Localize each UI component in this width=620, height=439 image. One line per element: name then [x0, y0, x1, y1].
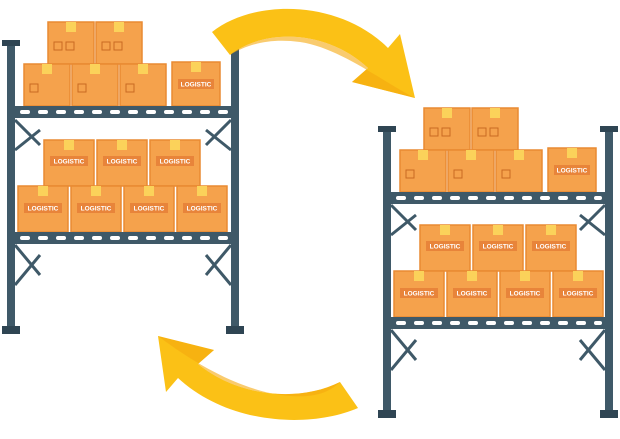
- cargo-box-logistic: LOGISTIC: [547, 147, 597, 193]
- box-label: LOGISTIC: [181, 82, 212, 89]
- box-label: LOGISTIC: [107, 159, 138, 166]
- box-label: LOGISTIC: [430, 244, 461, 251]
- keep-dry-icon: [453, 169, 463, 179]
- cargo-box-logistic: LOGISTIC: [552, 270, 604, 318]
- right-rack-upper-shelf: [383, 192, 613, 204]
- cargo-box-logistic: LOGISTIC: [171, 61, 221, 107]
- box-label: LOGISTIC: [510, 291, 541, 298]
- box-label: LOGISTIC: [536, 244, 567, 251]
- cargo-box: [95, 21, 143, 65]
- left-rack-upright-right: [231, 42, 239, 330]
- fragile-glass-icon: [429, 127, 439, 137]
- cargo-box: [399, 149, 447, 193]
- this-way-up-icon: [29, 83, 39, 93]
- fragile-glass-icon: [53, 41, 63, 51]
- right-upper-box-stack: LOGISTIC: [399, 107, 597, 193]
- box-label: LOGISTIC: [81, 206, 112, 213]
- box-label: LOGISTIC: [160, 159, 191, 166]
- cargo-box-logistic: LOGISTIC: [393, 270, 445, 318]
- box-label: LOGISTIC: [457, 291, 488, 298]
- cargo-box-logistic: LOGISTIC: [70, 185, 122, 233]
- right-rack-brace: [389, 203, 607, 371]
- left-rack-foot-left: [2, 326, 20, 334]
- left-rack-lower-shelf: [7, 232, 239, 244]
- box-label: LOGISTIC: [404, 291, 435, 298]
- box-label: LOGISTIC: [557, 168, 588, 175]
- keep-dry-icon: [101, 41, 111, 51]
- fragile-glass-icon: [501, 169, 511, 179]
- cargo-box-logistic: LOGISTIC: [499, 270, 551, 318]
- right-rack-lower-shelf: [383, 317, 613, 329]
- left-rack-upper-shelf: [7, 106, 239, 118]
- this-way-up-icon: [405, 169, 415, 179]
- keep-dry-icon: [77, 83, 87, 93]
- left-lower-box-stack: LOGISTIC LOGISTIC LOGISTIC LOGISTIC: [17, 139, 228, 233]
- cargo-box-logistic: LOGISTIC: [419, 224, 471, 272]
- left-rack-brace: [13, 118, 233, 286]
- right-shelving-rack: LOGISTIC LOGISTIC LOGISTIC: [378, 107, 618, 418]
- this-way-up-icon: [441, 127, 451, 137]
- box-label: LOGISTIC: [54, 159, 85, 166]
- left-shelving-rack: LOGISTIC LOGISTIC LOGISTIC: [2, 21, 244, 334]
- cargo-box: [447, 149, 495, 193]
- cargo-box: [23, 63, 71, 107]
- box-label: LOGISTIC: [134, 206, 165, 213]
- cargo-box-logistic: LOGISTIC: [17, 185, 69, 233]
- cargo-box: [495, 149, 543, 193]
- bottom-curved-arrow-icon: [158, 336, 358, 420]
- right-rack-upright-right: [605, 128, 613, 413]
- top-curved-arrow-icon: [212, 8, 415, 99]
- box-label: LOGISTIC: [563, 291, 594, 298]
- cargo-box-logistic: LOGISTIC: [525, 224, 577, 272]
- cargo-box-logistic: LOGISTIC: [149, 139, 201, 187]
- right-lower-box-stack: LOGISTIC LOGISTIC LOGISTIC LOGISTIC: [393, 224, 604, 318]
- cargo-box-logistic: LOGISTIC: [123, 185, 175, 233]
- left-upper-box-stack: LOGISTIC: [23, 21, 221, 107]
- left-rack-foot-right: [226, 326, 244, 334]
- cargo-box: [71, 63, 119, 107]
- fragile-glass-icon: [113, 41, 123, 51]
- cargo-box-logistic: LOGISTIC: [96, 139, 148, 187]
- cargo-box-logistic: LOGISTIC: [472, 224, 524, 272]
- box-label: LOGISTIC: [187, 206, 218, 213]
- box-label: LOGISTIC: [483, 244, 514, 251]
- cargo-box-logistic: LOGISTIC: [43, 139, 95, 187]
- cargo-box: [47, 21, 95, 65]
- cargo-box-logistic: LOGISTIC: [176, 185, 228, 233]
- cargo-box: [423, 107, 471, 151]
- box-label: LOGISTIC: [28, 206, 59, 213]
- right-rack-upright-left: [383, 128, 391, 413]
- this-way-up-icon: [65, 41, 75, 51]
- right-rack-foot-left: [378, 410, 396, 418]
- fragile-glass-icon: [489, 127, 499, 137]
- fragile-glass-icon: [125, 83, 135, 93]
- right-rack-foot-right: [600, 410, 618, 418]
- cargo-box-logistic: LOGISTIC: [446, 270, 498, 318]
- left-rack-upright-left: [7, 42, 15, 330]
- keep-dry-icon: [477, 127, 487, 137]
- cargo-box: [119, 63, 167, 107]
- cargo-box: [471, 107, 519, 151]
